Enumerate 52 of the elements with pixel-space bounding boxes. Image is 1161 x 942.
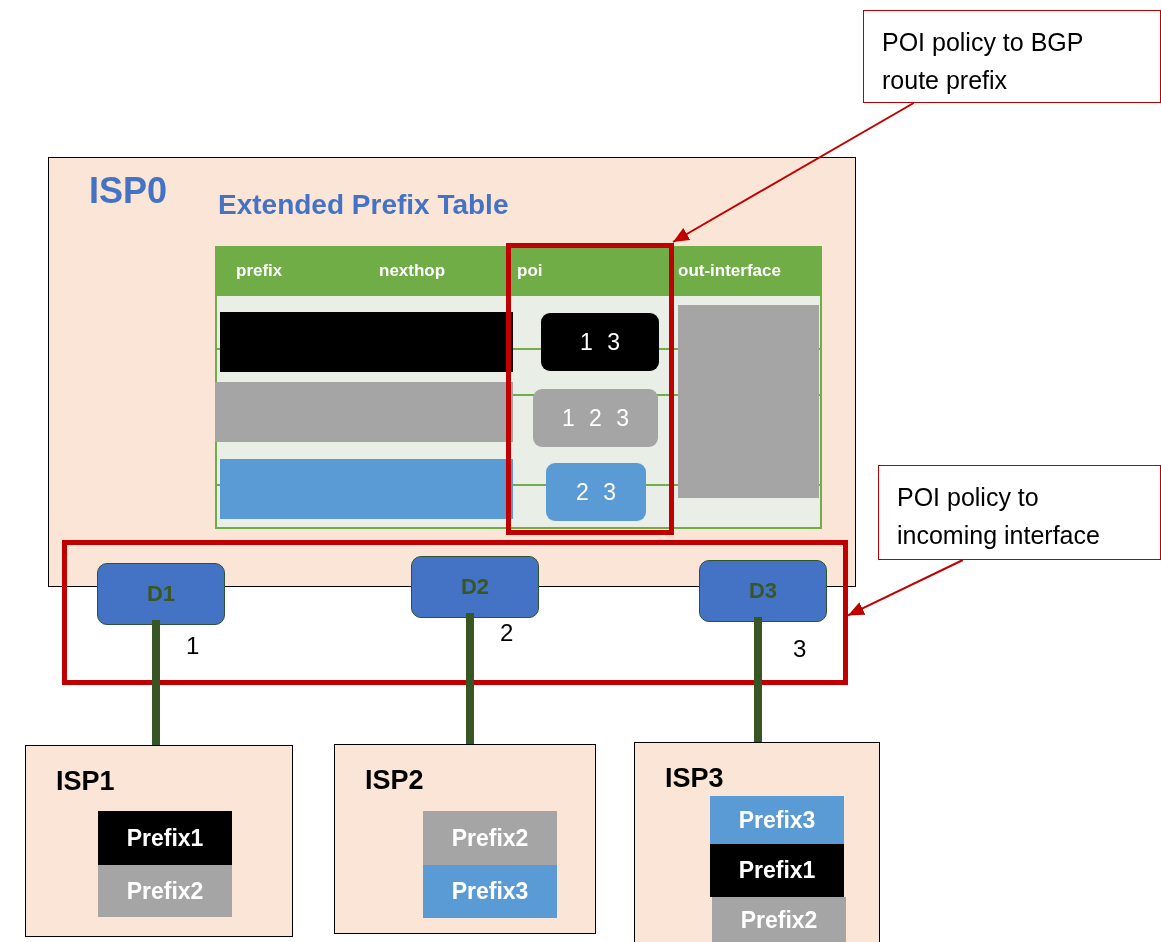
column-header: prefix [236,261,283,281]
highlight-frame [62,540,848,685]
link-line [754,617,762,742]
prefix-box [423,865,557,918]
callout-text: POI policy to incoming interface [897,482,1101,551]
prefix-name: Prefix2 [126,877,204,905]
link-line [152,620,160,745]
edge-label: 1 [186,632,200,660]
arrow [847,559,964,617]
prefix-box [710,844,844,897]
column-header: nexthop [379,261,446,281]
poi-tag [546,463,646,521]
prefix-name: Prefix1 [126,824,204,852]
arrow [672,102,915,243]
callout-box [878,465,1161,560]
network-box [634,742,880,942]
highlight-frame [506,243,674,535]
callout-box [863,10,1161,103]
poi-tag [533,389,658,447]
prefix-name: Prefix3 [738,806,816,834]
prefix-box [712,897,846,942]
poi-value: 1 2 3 [561,404,630,432]
prefix-box [98,811,232,865]
network-box [334,744,596,934]
network-box [25,745,293,937]
prefix-name: Prefix3 [451,878,529,905]
callout-text: POI policy to BGP route prefix [882,27,1084,96]
network-name: ISP0 [89,170,168,212]
device-name: D3 [748,578,778,604]
network-name: ISP3 [665,763,724,794]
device-box [97,563,225,625]
prefix-box [710,796,844,844]
column-header: poi [517,261,543,281]
prefix-name: Prefix2 [451,824,529,852]
link-line [466,613,474,744]
poi-value: 2 3 [576,478,616,506]
device-name: D2 [460,574,490,600]
prefix-box [98,865,232,917]
poi-tag [541,313,659,371]
edge-label: 2 [500,619,514,647]
table-title: Extended Prefix Table [218,189,509,221]
poi-value: 1 3 [580,328,620,356]
prefix-box [423,811,557,865]
prefix-name: Prefix1 [738,857,816,884]
device-box [699,560,827,622]
device-name: D1 [146,581,176,607]
column-header: out-interface [678,261,781,281]
network-name: ISP1 [56,766,115,797]
edge-label: 3 [793,635,807,663]
prefix-name: Prefix2 [740,906,818,934]
network-name: ISP2 [365,765,424,796]
device-box [411,556,539,618]
